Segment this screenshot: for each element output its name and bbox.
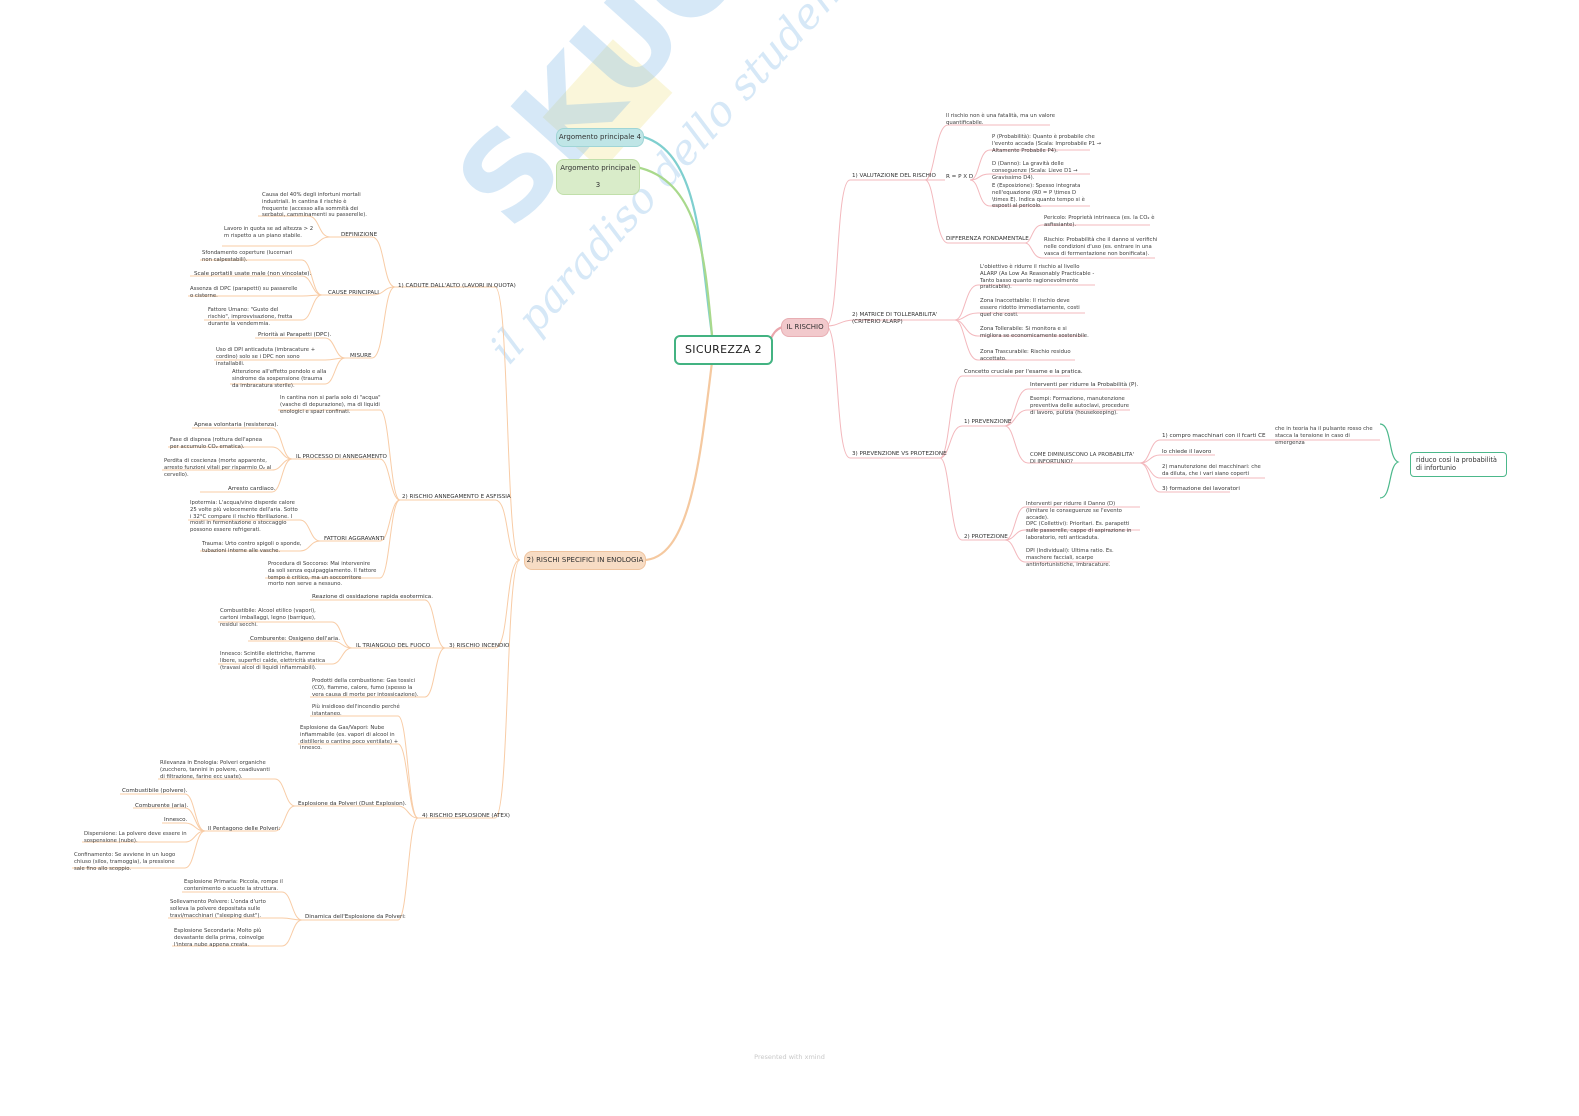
node-fattori-aggravanti[interactable]: FATTORI AGGRAVANTI bbox=[324, 536, 385, 542]
node-interventi-p[interactable]: Interventi per ridurre la Probabilità (P… bbox=[1030, 382, 1139, 388]
node-prevenzione[interactable]: 1) PREVENZIONE bbox=[964, 419, 1012, 425]
node-cause-4[interactable]: Fattore Umano: "Gusto del rischio", impr… bbox=[208, 307, 293, 327]
topic-argomento-3[interactable]: Argomento principale 3 bbox=[556, 159, 640, 195]
node-zona-inaccettabile[interactable]: Zona Inaccettabile: Il rischio deve esse… bbox=[980, 298, 1080, 318]
node-cause-2[interactable]: Scale portatili usate male (non vincolat… bbox=[194, 271, 312, 277]
node-pulsante-rosso[interactable]: che in teoria ha il pulsante rosso che s… bbox=[1275, 426, 1373, 446]
node-prodotti[interactable]: Prodotti della combustione: Gas tossici … bbox=[312, 678, 419, 698]
node-pentagono[interactable]: Il Pentagono delle Polveri: bbox=[208, 826, 281, 832]
topic-il-rischio[interactable]: IL RISCHIO bbox=[781, 318, 829, 337]
node-anneg-4[interactable]: Arresto cardiaco. bbox=[228, 486, 276, 492]
node-insidioso[interactable]: Più insidioso dell'incendio perché istan… bbox=[312, 704, 400, 717]
node-dpc[interactable]: DPC (Collettivi): Prioritari. Es. parape… bbox=[1026, 521, 1132, 541]
node-protezione[interactable]: 2) PROTEZIONE bbox=[964, 534, 1008, 540]
node-innesco[interactable]: Innesco: Scintille elettriche, fiamme li… bbox=[220, 651, 326, 671]
node-val-def[interactable]: Il rischio non è una fatalità, ma un val… bbox=[946, 113, 1055, 126]
node-pentagono-4[interactable]: Dispersione: La polvere deve essere in s… bbox=[84, 831, 187, 844]
node-differenza[interactable]: DIFFERENZA FONDAMENTALE bbox=[946, 236, 1029, 242]
node-pericolo[interactable]: Pericolo: Proprietà intrinseca (es. la C… bbox=[1044, 215, 1155, 228]
node-zona-trascurabile[interactable]: Zona Trascurabile: Rischio residuo accet… bbox=[980, 349, 1071, 362]
branch-esplosione[interactable]: 4) RISCHIO ESPLOSIONE (ATEX) bbox=[422, 813, 510, 819]
node-interventi-d[interactable]: Interventi per ridurre il Danno (D) (lim… bbox=[1026, 501, 1122, 521]
node-trauma[interactable]: Trauma: Urto contro spigoli o sponde, tu… bbox=[202, 541, 302, 554]
node-misure-3[interactable]: Attenzione all'effetto pendolo e alla si… bbox=[232, 369, 327, 389]
branch-matrice[interactable]: 2) MATRICE DI TOLLERABILITA' (CRITERIO A… bbox=[852, 312, 938, 325]
central-topic[interactable]: SICUREZZA 2 bbox=[674, 335, 773, 365]
node-definizione[interactable]: DEFINIZIONE bbox=[341, 232, 378, 238]
node-dinamica-2[interactable]: Sollevamento Polvere: L'onda d'urto soll… bbox=[170, 899, 266, 919]
node-gas-vapori[interactable]: Esplosione da Gas/Vapori: Nube infiammab… bbox=[300, 725, 399, 752]
node-rischio-def[interactable]: Rischio: Probabilità che il danno si ver… bbox=[1044, 237, 1158, 257]
node-processo-annegamento[interactable]: IL PROCESSO DI ANNEGAMENTO bbox=[296, 454, 387, 460]
node-misure[interactable]: MISURE bbox=[350, 353, 372, 359]
branch-cadute[interactable]: 1) CADUTE DALL'ALTO (LAVORI IN QUOTA) bbox=[398, 283, 516, 289]
node-triangolo[interactable]: IL TRIANGOLO DEL FUOCO bbox=[356, 643, 431, 649]
node-macchinari-ce[interactable]: 1) compro macchinari con il fcarti CE bbox=[1162, 433, 1266, 439]
node-anneg-intro[interactable]: In cantina non si parla solo di "acqua" … bbox=[280, 395, 381, 415]
node-anneg-1[interactable]: Apnea volontaria (resistenza). bbox=[194, 422, 279, 428]
node-formula[interactable]: R = P X D bbox=[946, 174, 974, 180]
node-pentagono-3[interactable]: Innesco. bbox=[164, 817, 188, 823]
footer-credit: Presented with xmind bbox=[754, 1053, 825, 1061]
topic-argomento-4[interactable]: Argomento principale 4 bbox=[556, 128, 644, 147]
node-ipotermia[interactable]: Ipotermia: L'acqua/vino disperde calore … bbox=[190, 500, 298, 534]
node-dinamica-3[interactable]: Esplosione Secondaria: Molto più devasta… bbox=[174, 928, 265, 948]
node-concetto[interactable]: Concetto cruciale per l'esame e la prati… bbox=[964, 369, 1083, 375]
node-combustibile[interactable]: Combustibile: Alcool etilico (vapori), c… bbox=[220, 608, 316, 628]
note-probabilita[interactable]: riduco così la probabilità di infortunio bbox=[1410, 452, 1507, 477]
node-formazione[interactable]: 3) formazione dei lavoratori bbox=[1162, 486, 1240, 492]
branch-annegamento[interactable]: 2) RISCHIO ANNEGAMENTO E ASFISSIA bbox=[402, 494, 511, 500]
node-pentagono-1[interactable]: Combustibile (polvere). bbox=[122, 788, 188, 794]
node-pentagono-5[interactable]: Confinamento: Se avviene in un luogo chi… bbox=[74, 852, 176, 872]
node-comburente[interactable]: Comburente: Ossigeno dell'aria. bbox=[250, 636, 340, 642]
node-alarp[interactable]: L'obiettivo è ridurre il rischio al live… bbox=[980, 264, 1095, 291]
node-caduta-d1[interactable]: Causa del 40% degli infortuni mortali in… bbox=[262, 192, 367, 219]
node-anneg-3[interactable]: Perdita di coscienza (morte apparente, a… bbox=[164, 458, 272, 478]
node-dinamica[interactable]: Dinamica dell'Esplosione da Polveri: bbox=[305, 914, 406, 920]
node-val-d[interactable]: D (Danno): La gravità delle conseguenze … bbox=[992, 161, 1078, 181]
node-dinamica-1[interactable]: Esplosione Primaria: Piccola, rompe il c… bbox=[184, 879, 283, 892]
node-cause-principali[interactable]: CAUSE PRINCIPALI bbox=[328, 290, 379, 296]
node-esempi[interactable]: Esempi: Formazione, manutenzione prevent… bbox=[1030, 396, 1129, 416]
node-incendio-intro[interactable]: Reazione di ossidazione rapida esotermic… bbox=[312, 594, 434, 600]
node-cause-1[interactable]: Sfondamento coperture (lucernari non cal… bbox=[202, 250, 293, 263]
node-chiede-lavoro[interactable]: lo chiede il lavoro bbox=[1162, 449, 1212, 455]
node-come-diminuiscono[interactable]: COME DIMINUISCONO LA PROBABILITA' DI INF… bbox=[1030, 452, 1134, 465]
branch-prevenzione-protezione[interactable]: 3) PREVENZIONE VS PROTEZIONE bbox=[852, 451, 947, 457]
node-dpi[interactable]: DPI (Individuali): Ultima ratio. Es. mas… bbox=[1026, 548, 1114, 568]
node-val-e[interactable]: E (Esposizione): Spesso integrata nell'e… bbox=[992, 183, 1085, 210]
node-esplosione-polveri[interactable]: Esplosione da Polveri (Dust Explosion). bbox=[298, 801, 407, 807]
node-soccorso[interactable]: Procedura di Soccorso: Mai intervenire d… bbox=[268, 561, 377, 588]
node-manutenzione[interactable]: 2) manutenzione dei macchinari: che da d… bbox=[1162, 464, 1261, 477]
node-val-p[interactable]: P (Probabilità): Quanto è probabile che … bbox=[992, 134, 1102, 154]
node-cause-3[interactable]: Assenza di DPC (parapetti) su passerelle… bbox=[190, 286, 298, 299]
node-pentagono-2[interactable]: Comburente (aria). bbox=[135, 803, 189, 809]
node-misure-1[interactable]: Priorità ai Parapetti (DPC). bbox=[258, 332, 332, 338]
branch-incendio[interactable]: 3) RISCHIO INCENDIO bbox=[449, 643, 510, 649]
topic-rischi-enologia[interactable]: 2) RISCHI SPECIFICI IN ENOLOGIA bbox=[524, 551, 646, 570]
node-anneg-2[interactable]: Fase di dispnea (rottura dell'apnea per … bbox=[170, 437, 263, 450]
branch-valutazione[interactable]: 1) VALUTAZIONE DEL RISCHIO bbox=[852, 173, 936, 179]
node-misure-2[interactable]: Uso di DPI anticaduta (imbracature + cor… bbox=[216, 347, 316, 367]
node-rilevanza[interactable]: Rilevanza in Enologia: Polveri organiche… bbox=[160, 760, 270, 780]
node-caduta-d2[interactable]: Lavoro in quota se ad altezza > 2 m risp… bbox=[224, 226, 314, 239]
node-zona-tollerabile[interactable]: Zona Tollerabile: Si monitora e si migli… bbox=[980, 326, 1089, 339]
